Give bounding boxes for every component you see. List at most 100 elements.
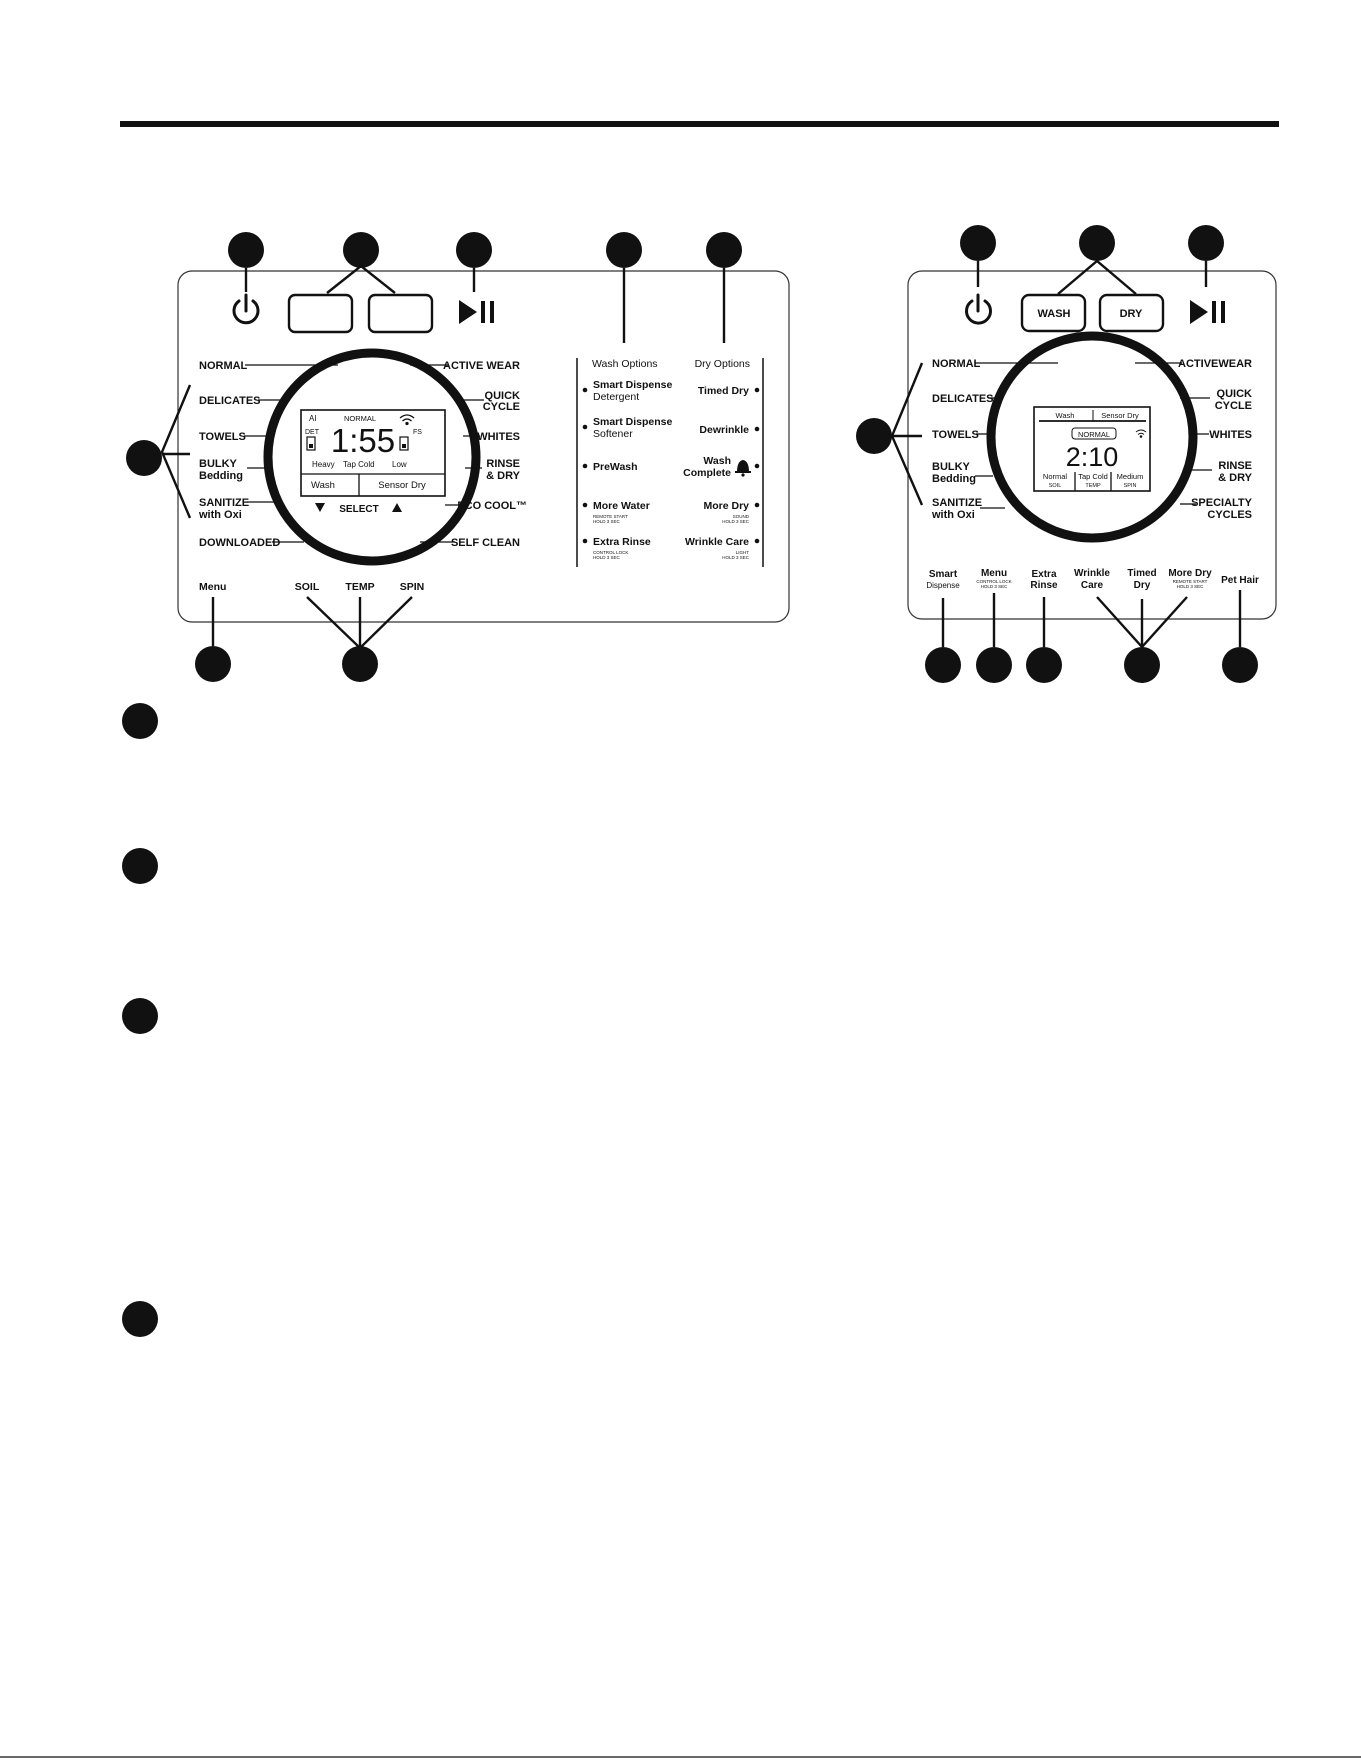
smart-dispense-button[interactable]: Smart [929,569,958,580]
opt-remote-start-hold: HOLD 3 SEC [593,519,621,524]
cycle-bulky[interactable]: BULKY [199,458,238,470]
cycle-leader-lines [244,364,484,543]
dry-button[interactable] [367,293,434,334]
cycle-delicates[interactable]: DELICATES [932,393,994,405]
play-pause-icon[interactable] [459,300,494,324]
display-temp-value: Tap Cold [1078,472,1108,481]
power-icon[interactable] [232,293,260,325]
arrow-down-icon[interactable] [315,503,325,512]
pet-hair-button[interactable]: Pet Hair [1221,575,1259,586]
more-dry-button[interactable]: More Dry [1168,568,1212,579]
cycle-whites[interactable]: WHITES [1209,429,1252,441]
indicator-dot [582,387,588,393]
display-spin-label: SPIN [1124,483,1137,489]
cycle-normal[interactable]: NORMAL [932,358,981,370]
callout-marker [343,232,379,268]
cycle-downloaded[interactable]: DOWNLOADED [199,537,280,549]
display-sensor-dry: Sensor Dry [378,480,426,491]
play-pause-icon[interactable] [1190,300,1225,324]
cycle-active-wear[interactable]: ACTIVE WEAR [443,360,520,372]
opt-prewash[interactable]: PreWash [593,461,638,473]
panel-b-bottom-labels: Smart Dispense Menu CONTROL LOCK HOLD 3 … [926,568,1259,591]
wash-button-label: WASH [1038,308,1071,320]
opt-sd-softener[interactable]: Smart Dispense [593,416,673,428]
opt-sound-hold: HOLD 3 SEC [722,519,750,524]
cycle-self-clean[interactable]: SELF CLEAN [451,537,520,549]
cycle-bulky-bedding: Bedding [199,470,243,482]
cycle-sanitize[interactable]: SANITIZE [932,497,982,509]
opt-more-dry[interactable]: More Dry [703,500,749,512]
opt-wash-complete[interactable]: Wash [703,455,731,467]
cycle-rinse[interactable]: RINSE [1218,460,1252,472]
extra-rinse-button[interactable]: Extra [1031,569,1056,580]
callout-marker [856,418,892,454]
panel-a-bottom-labels: Menu SOIL TEMP SPIN [199,581,424,593]
temp-button[interactable]: TEMP [345,581,374,593]
opt-more-water[interactable]: More Water [593,500,650,512]
display-soil: Heavy [312,460,335,469]
soil-button[interactable]: SOIL [295,581,320,593]
more-dry-remote-start: REMOTE START [1173,579,1208,584]
cycle-selector-dial[interactable] [986,331,1198,543]
timed-dry-button[interactable]: Timed [1127,568,1156,579]
wash-button[interactable] [287,293,354,334]
cycle-quick-cycle: CYCLE [483,401,520,413]
cycle-selector-dial[interactable] [263,348,481,566]
cycle-bulky[interactable]: BULKY [932,461,971,473]
menu-button[interactable]: Menu [981,568,1007,579]
cycle-specialty[interactable]: SPECIALTY [1191,497,1253,509]
cycle-delicates[interactable]: DELICATES [199,395,261,407]
display-soil-label: SOIL [1049,483,1062,489]
cycle-whites[interactable]: WHITES [477,431,520,443]
opt-control-lock-hold: HOLD 3 SEC [593,555,621,560]
callout-marker [706,232,742,268]
panel-a-outline [177,270,790,623]
indicator-dot [582,538,588,544]
wash-options-header: Wash Options [592,358,658,370]
display-screen: Wash Sensor Dry NORMAL 2:10 Normal SOIL … [1033,406,1151,492]
spin-button[interactable]: SPIN [400,581,425,593]
cycle-quick[interactable]: QUICK [485,390,521,402]
cycle-towels[interactable]: TOWELS [199,431,246,443]
cycle-eco-cool[interactable]: ECO COOL™ [457,500,527,512]
panel-a: NORMAL DELICATES TOWELS BULKY Bedding SA… [126,232,790,682]
display-wash: Wash [1056,411,1075,420]
menu-button[interactable]: Menu [199,581,226,593]
smart-dispense-label-2: Dispense [926,581,960,590]
callout-marker [456,232,492,268]
arrow-up-icon[interactable] [392,503,402,512]
callout-marker [1079,225,1115,261]
leader-lines-b [890,259,1242,649]
bell-icon [735,460,751,477]
display-fs: FS [413,429,422,436]
cycle-rinse-dry: & DRY [1218,472,1252,484]
cycle-towels[interactable]: TOWELS [932,429,979,441]
callout-marker [1188,225,1224,261]
power-icon[interactable] [965,293,992,325]
select-label: SELECT [339,504,378,515]
wrinkle-care-button[interactable]: Wrinkle [1074,568,1110,579]
opt-sd-detergent[interactable]: Smart Dispense [593,379,673,391]
section-marker [122,848,158,884]
opt-sd-detergent-2: Detergent [593,391,639,403]
cycles-left-b: NORMAL DELICATES TOWELS BULKY Bedding SA… [931,358,994,521]
cycle-activewear[interactable]: ACTIVEWEAR [1178,358,1252,370]
wifi-icon [399,414,415,426]
wash-button[interactable] [1020,293,1087,333]
opt-dewrinkle[interactable]: Dewrinkle [699,424,749,436]
timed-dry-label-2: Dry [1134,580,1151,591]
callout-marker [925,647,961,683]
callout-marker [195,646,231,682]
header-rule [120,121,1279,127]
opt-timed-dry[interactable]: Timed Dry [698,385,749,397]
battery-icon [306,436,316,451]
opt-wash-complete-2: Complete [683,467,731,479]
cycle-rinse[interactable]: RINSE [486,458,520,470]
opt-light: LIGHT [736,550,750,555]
opt-wrinkle-care[interactable]: Wrinkle Care [685,536,749,548]
cycle-sanitize[interactable]: SANITIZE [199,497,249,509]
opt-extra-rinse[interactable]: Extra Rinse [593,536,651,548]
cycle-normal[interactable]: NORMAL [199,360,248,372]
dry-button[interactable] [1098,293,1165,333]
cycle-quick[interactable]: QUICK [1217,388,1253,400]
